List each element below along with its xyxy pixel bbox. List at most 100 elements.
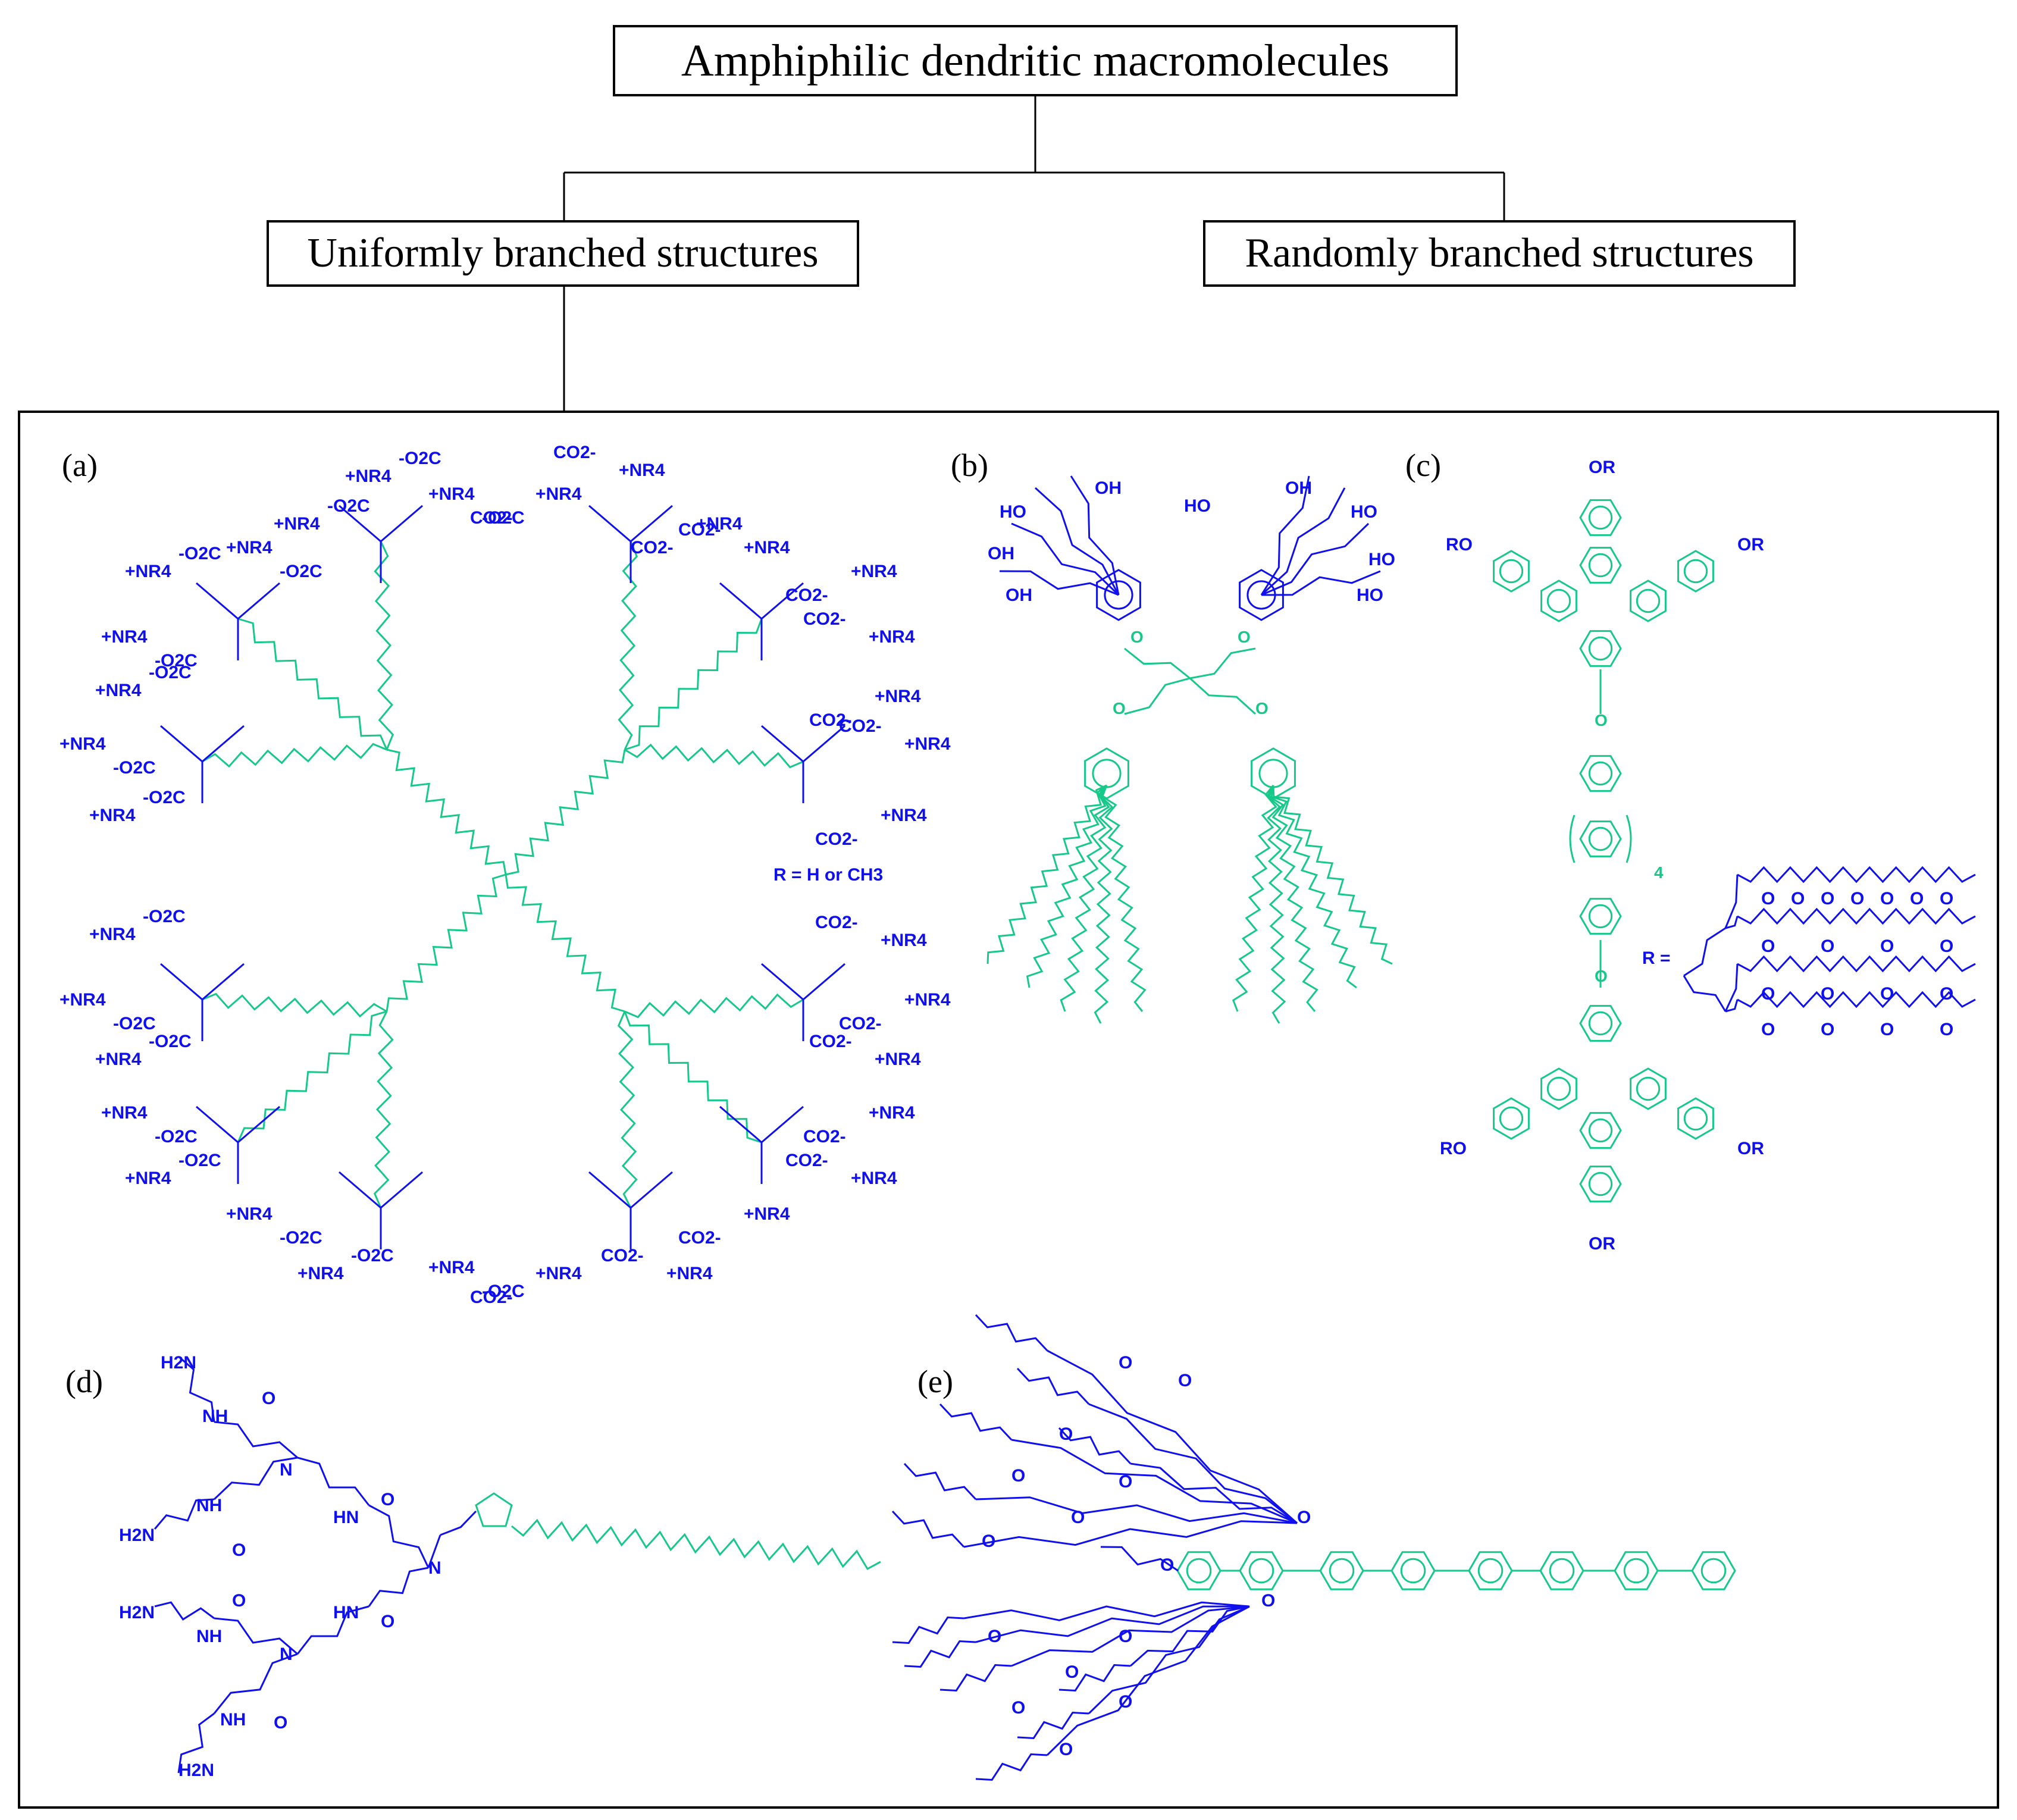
benzene-ring [1579,1166,1622,1202]
or-label: OR [1737,1139,1764,1158]
bond-chain [1060,785,1110,1012]
ammonium-label: +NR4 [101,1103,148,1123]
peg-oxygen-label: O [1880,889,1894,909]
branch-bond [761,600,783,620]
peg-oxygen-label: O [1940,1020,1953,1039]
benzene-ring [1579,898,1622,935]
carboxylate-label: -O2C [399,449,441,468]
benzene-ring [1579,820,1622,857]
hydroxyl-label: OH [1285,478,1312,498]
random-category-box: Randomly branched structures [1203,220,1796,287]
benzene-ring [1540,579,1577,622]
carboxylate-label: CO2- [785,1151,828,1170]
peg-oxygen-label: O [1850,889,1864,909]
carboxylate-label: -O2C [143,907,186,926]
bond-chain [368,1504,430,1568]
benzene-ring [1677,550,1714,593]
bond-chain [296,1605,369,1655]
aromatic-circle [1588,636,1613,661]
panel-a-dendrimer: +NR4 -O2C +NR4 -O2C +NR4 -O2C +NR4 -O2C +NR4 -O2C… [59,443,951,1307]
peg-oxygen-label: O [1160,1555,1174,1575]
amide-label: NH [196,1627,222,1646]
peg-oxygen-label: O [1940,889,1953,909]
bond-chain [1261,570,1381,596]
benzene-ring [1579,1005,1622,1042]
bond-chain [1260,475,1310,596]
bond-chain [214,1421,298,1459]
carboxylate-label: CO2- [631,538,674,557]
branch-bond [339,505,361,525]
aromatic-circle [1092,759,1122,788]
carboxylate-label: -O2C [113,758,156,778]
ester-oxygen-label: O [1238,628,1251,646]
branch-bond [803,981,825,1001]
branch-bond [181,743,203,763]
aromatic-circle [1329,1558,1355,1584]
ester-oxygen-label: O [1255,699,1269,718]
amine-label: H2N [161,1353,196,1373]
branch-bond [223,963,245,983]
benzene-ring [1579,755,1622,792]
bond-chain [624,1011,762,1144]
peg-oxygen-label: O [1261,1591,1275,1611]
aromatic-circle [1700,1558,1727,1584]
hydroxyl-label: HO [1368,550,1395,569]
branch-bond [719,582,741,602]
branch-bond [782,743,804,763]
ammonium-label: +NR4 [875,687,921,706]
branch-bond [258,582,280,602]
bond-chain [1130,1605,1250,1667]
repeat-bracket-left [1569,815,1576,863]
peg-oxygen-label: O [1821,1020,1834,1039]
carboxylate-label: -O2C [327,496,370,516]
ammonium-label: +NR4 [101,627,148,647]
peg-oxygen-label: O [1119,1472,1132,1492]
bond-chain [1026,784,1107,988]
carbonyl-oxygen-label: O [381,1612,394,1631]
ester-oxygen-label: O [1113,699,1126,718]
carboxylate-label: CO2- [815,913,858,932]
amide-label: NH [196,1496,222,1515]
bond-chain [1017,1711,1089,1740]
ammonium-label: +NR4 [59,990,106,1010]
dendrimer-hydrophilic-termini [160,505,845,1249]
peg-oxygen-label: O [1761,889,1775,909]
bond-chain [963,1520,1298,1548]
benzene-ring [1539,1551,1584,1590]
r-group-note: R = H or CH3 [773,865,883,885]
bond-chain [892,1616,964,1644]
panel-e-hydrophobic [1176,1551,1736,1590]
benzene-ring [1630,579,1667,622]
branch-bond [630,1189,652,1209]
bond-chain [986,784,1107,964]
peg-oxygen-label: O [1178,1371,1192,1390]
peg-oxygen-label: O [988,1627,1001,1646]
carboxylate-label: -O2C [482,508,525,528]
bond-chain [1047,1349,1298,1524]
panel-e-label: (e) [917,1364,953,1399]
bond-chain [213,1456,298,1501]
hydroxyl-label: OH [1095,478,1122,498]
bond-chain [1268,785,1318,1012]
bond-chain [903,1462,977,1501]
bond-chain [1232,785,1277,1012]
branch-bond [740,1123,762,1144]
bond-chain [368,1567,429,1607]
branch-bond [609,522,631,543]
ammonium-label: +NR4 [744,538,790,557]
carboxylate-label: CO2- [815,829,858,849]
hydroxyl-label: HO [1351,502,1377,522]
branch-bond [651,505,673,525]
tertiary-amine-label: N [280,1644,293,1664]
benzene-ring [1614,1551,1659,1590]
bond-chain [975,1753,1048,1781]
branch-bond [740,600,762,620]
aromatic-circle [1588,1171,1613,1196]
bond-chain [154,1498,215,1530]
bond-chain [963,1601,1250,1621]
ammonium-label: +NR4 [274,514,320,534]
benzene-ring [1239,569,1284,621]
bond-chain [1088,1403,1298,1524]
benzene-ring [1540,1067,1577,1110]
ammonium-label: +NR4 [125,1169,171,1188]
